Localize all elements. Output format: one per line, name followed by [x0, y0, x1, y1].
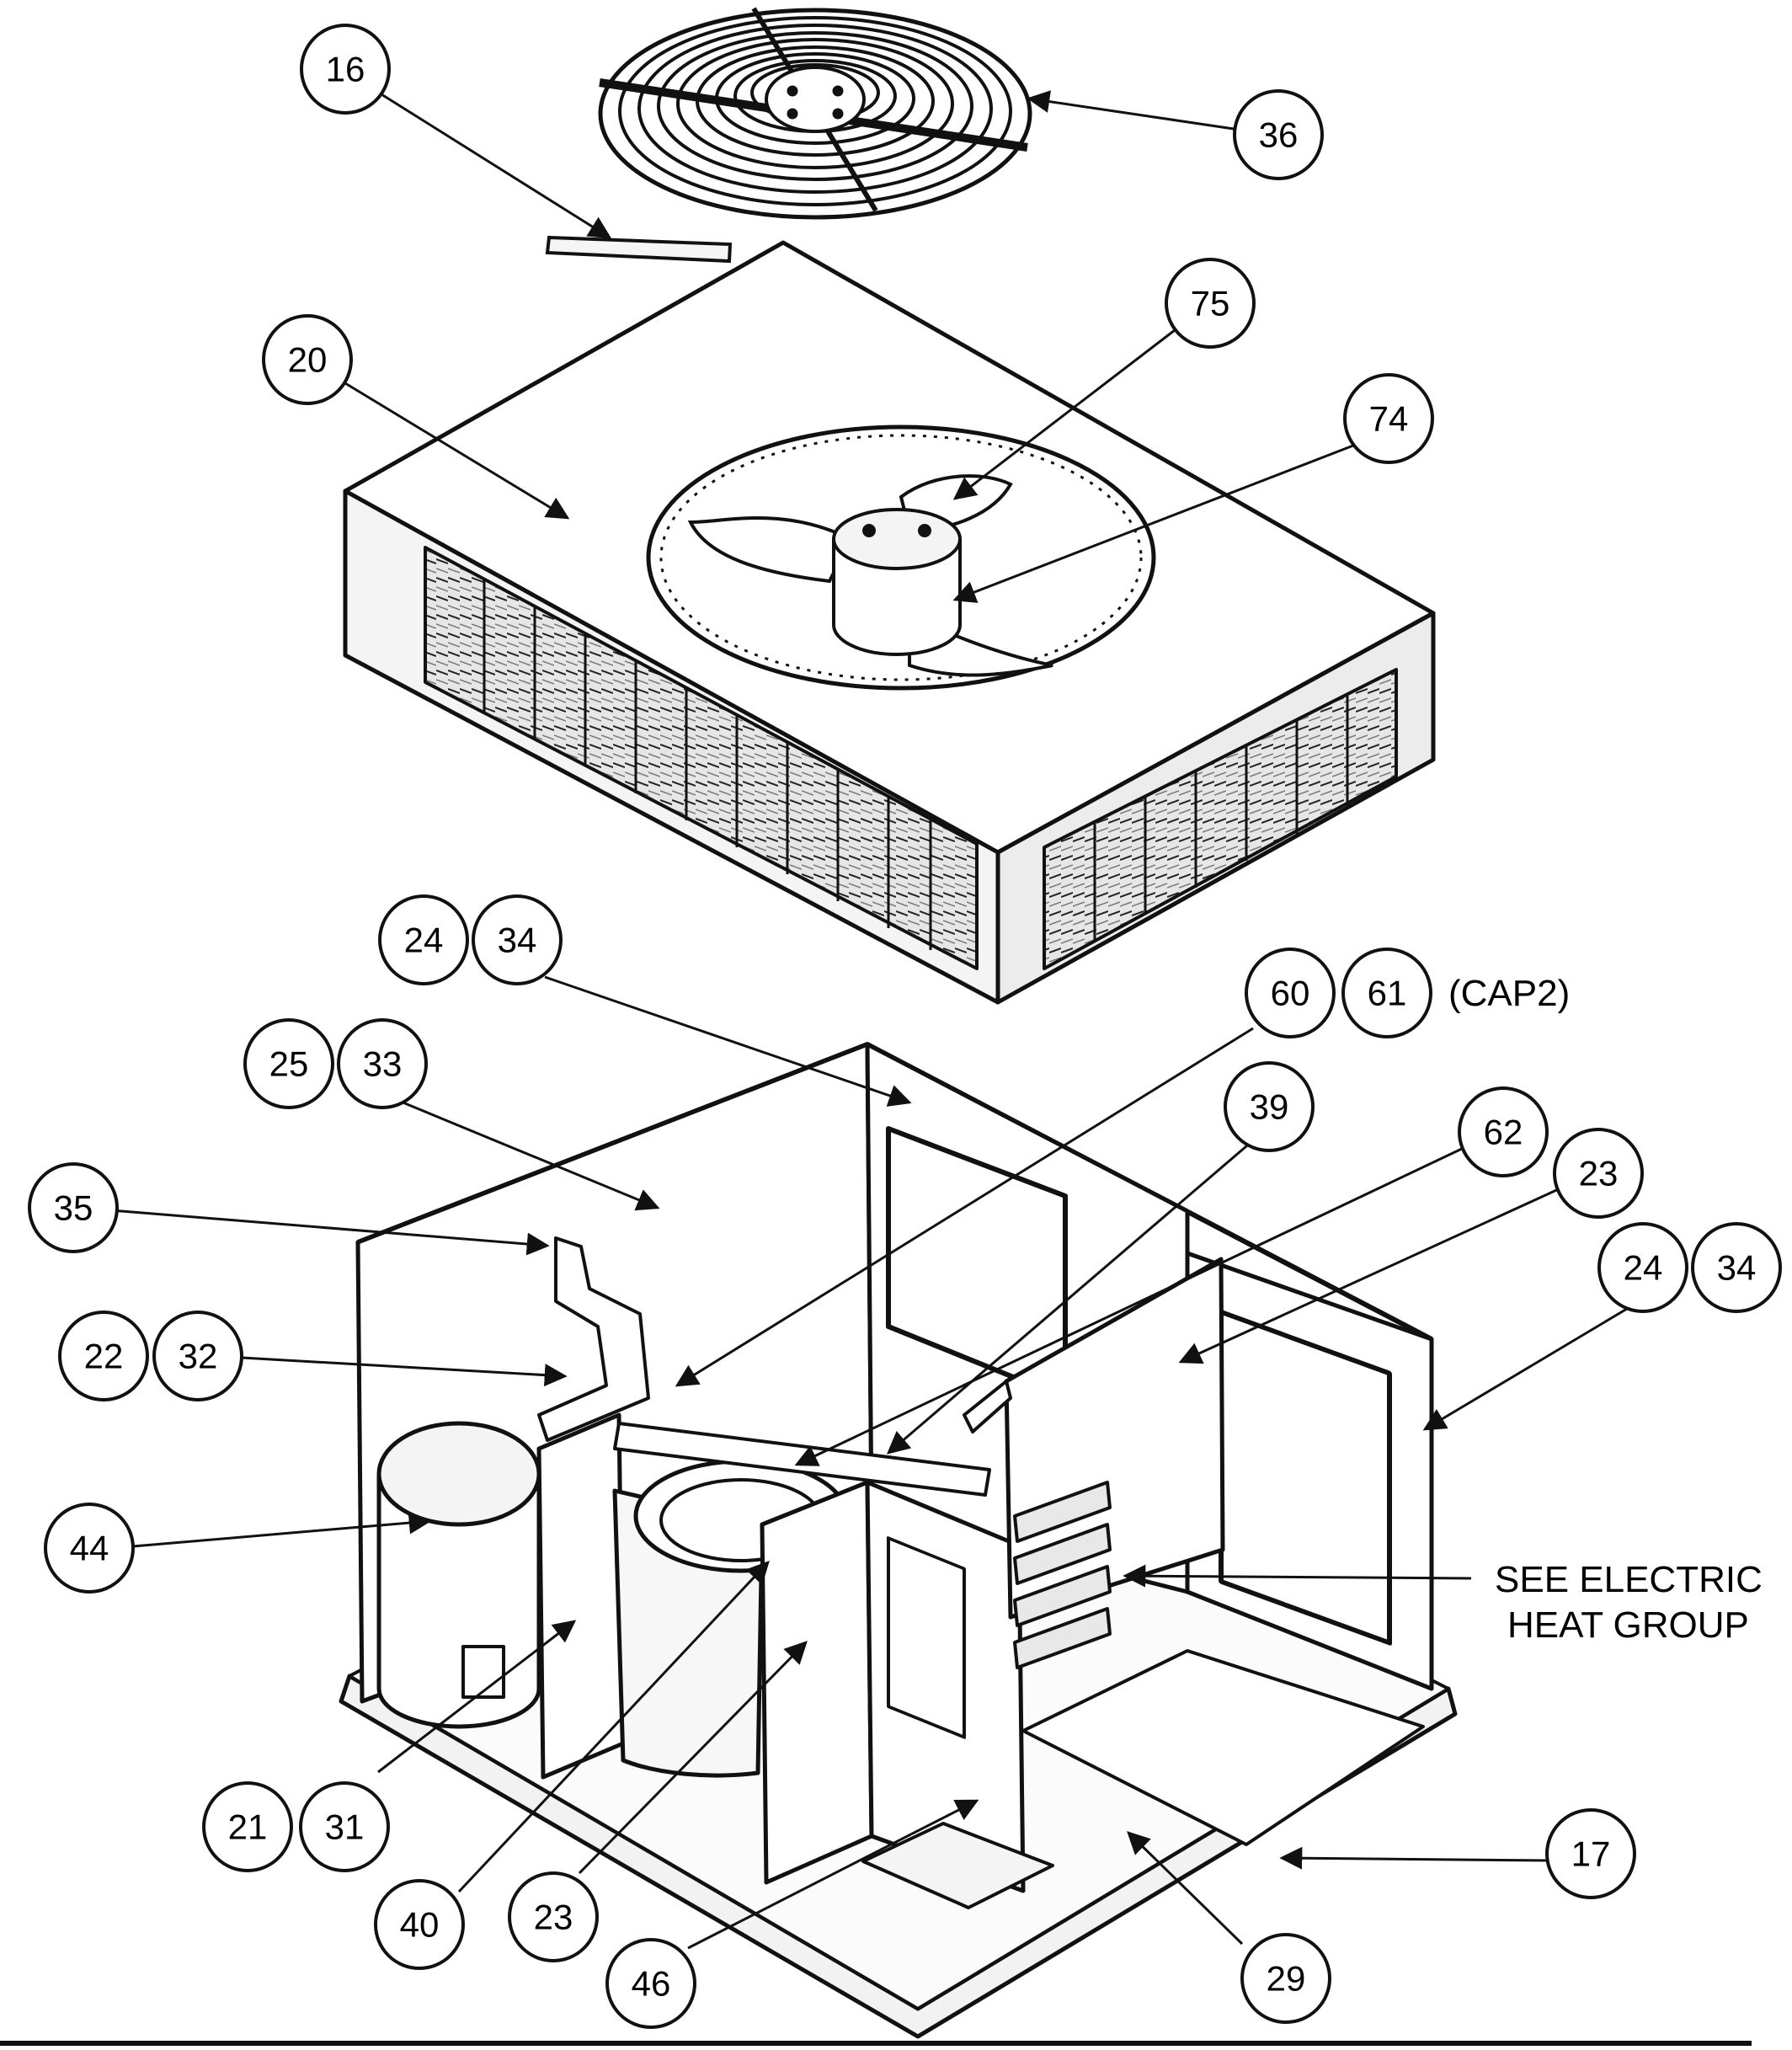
leader-20	[340, 379, 570, 520]
callout-36: 36	[1233, 89, 1324, 180]
leader-16	[374, 88, 612, 239]
callout-label: 33	[363, 1044, 403, 1084]
leader-39	[886, 1134, 1259, 1455]
callout-24-top: 24	[378, 894, 469, 985]
callout-33: 33	[337, 1018, 428, 1109]
callout-label: 74	[1369, 399, 1409, 439]
callout-label: 23	[534, 1898, 573, 1937]
callout-39: 39	[1224, 1061, 1315, 1152]
leader-40	[457, 1561, 770, 1893]
callout-40: 40	[374, 1879, 465, 1970]
callout-label: 61	[1368, 974, 1407, 1013]
callout-label: 62	[1484, 1113, 1523, 1152]
callout-16: 16	[300, 24, 391, 115]
callout-label: 22	[84, 1337, 124, 1376]
leader-74	[952, 444, 1354, 603]
callout-17: 17	[1545, 1808, 1636, 1899]
callout-label: 24	[1624, 1248, 1663, 1288]
leader-22-32	[241, 1356, 568, 1387]
leader-44	[132, 1511, 432, 1548]
callout-label: 29	[1267, 1959, 1306, 1999]
callout-label: 20	[288, 340, 328, 380]
leader-24-34-right	[1422, 1300, 1640, 1431]
callout-label: 24	[404, 921, 444, 960]
see-electric-heat-group-line2: HEAT GROUP	[1507, 1604, 1749, 1646]
callouts: 16 36 20 75 74 24 34 60 61 25 33 39 62 2…	[28, 24, 1782, 2029]
callout-23-upper: 23	[1553, 1128, 1644, 1219]
leader-25-33	[400, 1100, 660, 1211]
leader-46	[687, 1799, 979, 1950]
leader-75	[952, 328, 1176, 500]
callout-label: 25	[269, 1044, 309, 1084]
condenser-fan-motor	[832, 508, 962, 656]
callout-74: 74	[1343, 373, 1434, 464]
callout-29: 29	[1240, 1933, 1331, 2024]
leader-60-61	[675, 1027, 1254, 1387]
callout-label: 16	[326, 50, 365, 89]
leader-62	[794, 1145, 1466, 1466]
callout-61: 61	[1341, 948, 1432, 1038]
callout-label: 46	[632, 1964, 671, 2004]
callout-35: 35	[28, 1162, 119, 1253]
callout-label: 40	[400, 1905, 440, 1945]
callout-75: 75	[1165, 258, 1256, 349]
callout-31: 31	[299, 1781, 390, 1872]
callout-label: 34	[1717, 1248, 1757, 1288]
callout-label: 60	[1271, 974, 1310, 1013]
callout-34-right: 34	[1691, 1222, 1782, 1313]
leader-35	[110, 1209, 550, 1256]
callout-24-right: 24	[1597, 1222, 1688, 1313]
callout-label: 39	[1250, 1087, 1289, 1127]
leader-21-31	[377, 1620, 577, 1774]
callout-60: 60	[1245, 948, 1336, 1038]
callout-label: 36	[1259, 115, 1299, 155]
callout-label: 34	[498, 921, 537, 960]
callout-20: 20	[262, 314, 353, 405]
callout-23-lower: 23	[508, 1871, 599, 1962]
callout-label: 75	[1191, 284, 1230, 323]
callout-44: 44	[44, 1503, 135, 1594]
fan-guard-grille	[598, 7, 1032, 220]
leader-lines	[110, 88, 1640, 1950]
top-cover-assembly	[343, 240, 1436, 1005]
callout-label: 44	[70, 1529, 109, 1568]
text-notes: (CAP2) SEE ELECTRIC HEAT GROUP	[1448, 973, 1763, 1646]
baffle-strip	[545, 235, 733, 264]
callout-34-top: 34	[472, 894, 563, 985]
base-cabinet-assembly	[339, 1042, 1458, 2039]
callout-46: 46	[605, 1938, 696, 2029]
callout-25: 25	[243, 1018, 334, 1109]
callout-label: 32	[179, 1337, 218, 1376]
callout-32: 32	[152, 1311, 243, 1401]
leader-24-34-top	[544, 975, 912, 1107]
see-electric-heat-group-line1: SEE ELECTRIC	[1495, 1559, 1763, 1600]
cap2-note: (CAP2)	[1448, 973, 1570, 1014]
callout-label: 17	[1571, 1834, 1611, 1874]
callout-label: 31	[325, 1807, 365, 1847]
leader-23-lower	[578, 1641, 808, 1875]
callout-label: 21	[228, 1807, 268, 1847]
callout-22: 22	[58, 1311, 149, 1401]
leader-29	[1127, 1831, 1244, 1946]
callout-label: 35	[54, 1188, 93, 1228]
callout-62: 62	[1458, 1086, 1549, 1177]
leader-17	[1279, 1846, 1548, 1870]
leader-36	[1027, 90, 1235, 131]
callout-21: 21	[202, 1781, 293, 1872]
leader-23-upper	[1178, 1186, 1563, 1364]
callout-label: 23	[1579, 1154, 1619, 1193]
leader-see-electric	[1123, 1564, 1472, 1588]
